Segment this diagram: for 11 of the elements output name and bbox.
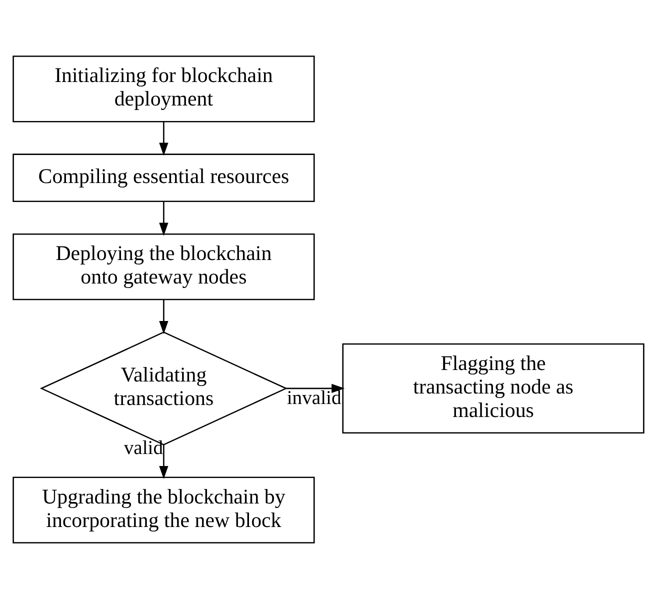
node-box: Deploying the blockchain onto gateway nodes — [12, 232, 315, 300]
node-box: Upgrading the blockchain by incorporating the new block — [12, 476, 315, 543]
arrow — [159, 300, 168, 334]
node-box: Flagging the transacting node as malicious — [342, 342, 644, 434]
node-box: Initializing for blockchain deployment — [12, 55, 315, 122]
edge-label: invalid — [286, 388, 342, 409]
arrow — [286, 383, 345, 393]
arrow — [159, 201, 168, 236]
arrow — [159, 444, 168, 479]
arrow — [159, 121, 168, 156]
node-box: Compiling essential resources — [12, 153, 315, 202]
